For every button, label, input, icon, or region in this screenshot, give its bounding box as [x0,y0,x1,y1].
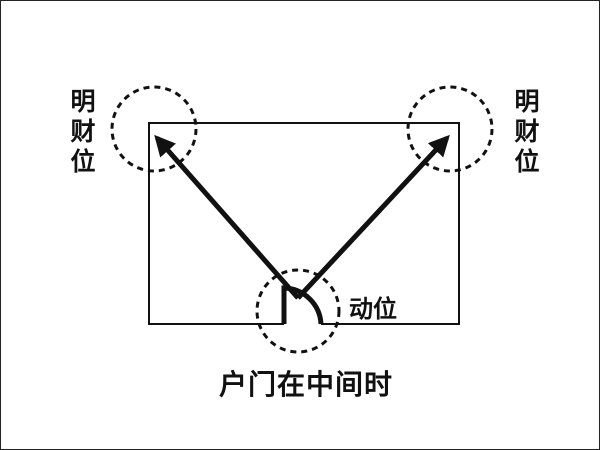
move-position-label: 动位 [349,295,397,323]
wealth-position-circle-right [406,85,494,173]
wealth-position-label-right: 明财位 [514,87,540,176]
wealth-position-label-left: 明财位 [70,87,96,176]
wealth-position-circle-left [110,85,198,173]
arrow-to-left-wealth [154,134,300,300]
door-position-circle [255,268,341,354]
diagram-caption: 户门在中间时 [219,368,394,401]
room-outline [148,122,460,325]
arrow-to-right-wealth [296,134,450,300]
